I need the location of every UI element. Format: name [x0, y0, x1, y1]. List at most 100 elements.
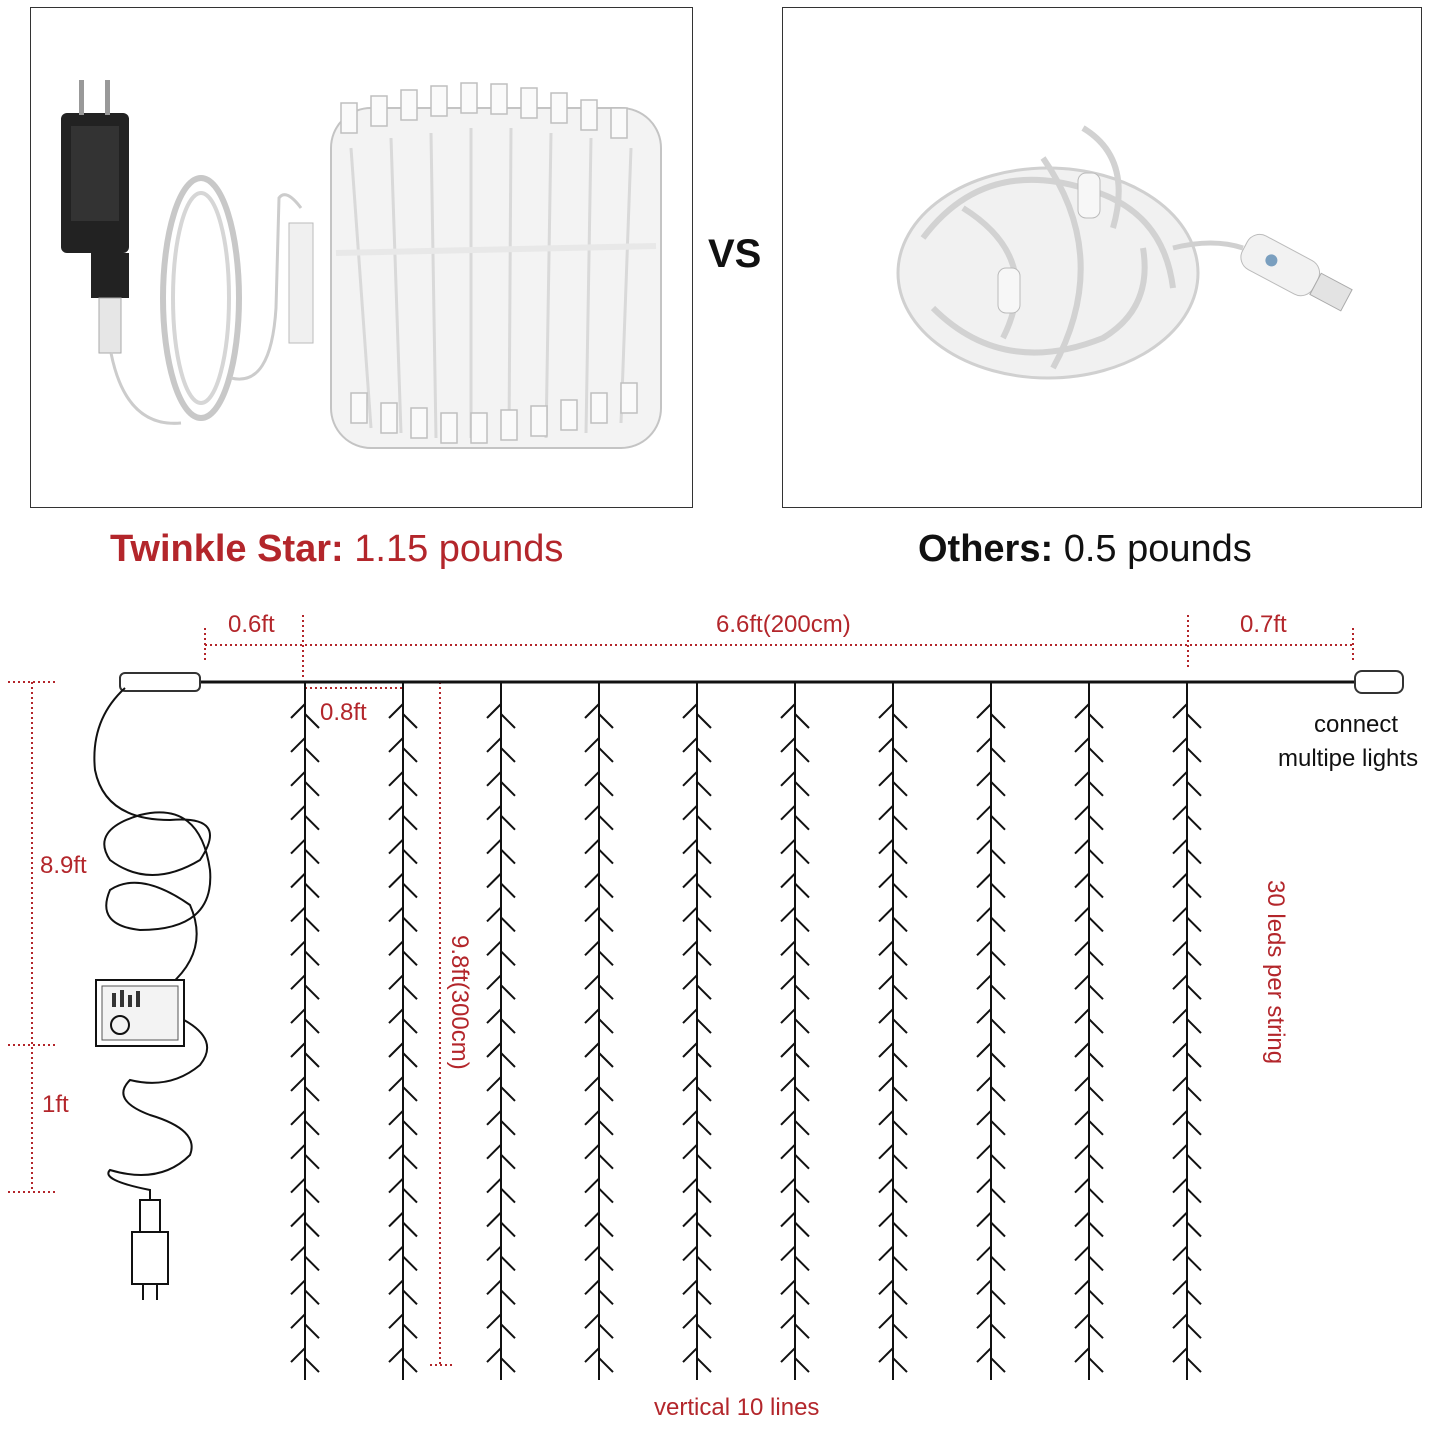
led-bulb: [500, 1018, 516, 1034]
led-bulb: [976, 1211, 992, 1228]
led-bulb: [794, 781, 810, 797]
led-bulb: [794, 814, 810, 831]
led-bulb: [1088, 1255, 1104, 1272]
led-bulb: [990, 814, 1006, 831]
led-bulb: [682, 1245, 698, 1262]
led-bulb: [598, 1221, 614, 1238]
led-bulb: [584, 771, 600, 787]
led-bulb: [990, 1187, 1006, 1204]
led-bulb: [976, 1076, 992, 1092]
led-bulb: [1074, 1279, 1090, 1296]
led-bulb: [402, 1052, 418, 1068]
led-bulb: [500, 1120, 516, 1136]
led-bulb: [1172, 1042, 1188, 1058]
led-bulb: [1172, 1177, 1188, 1194]
led-bulb: [682, 974, 698, 990]
led-bulb: [682, 771, 698, 787]
led-bulb: [1088, 984, 1104, 1000]
led-bulb: [584, 1143, 600, 1160]
string-spacing-label: 0.8ft: [320, 699, 367, 726]
led-bulb: [1172, 703, 1188, 719]
led-bulb: [1088, 814, 1104, 831]
led-bulb: [976, 872, 992, 889]
others-weight: 0.5 pounds: [1063, 528, 1252, 570]
led-bulb: [598, 1052, 614, 1068]
led-bulb: [892, 848, 908, 865]
top-right-length-label: 0.7ft: [1240, 611, 1287, 638]
twinkle-star-lights-illustration: [61, 80, 662, 449]
led-bulb: [696, 984, 712, 1000]
led-bulb: [388, 1143, 404, 1160]
led-bulb: [388, 703, 404, 719]
led-bulb: [682, 1347, 698, 1363]
led-bulb: [990, 1289, 1006, 1306]
led-bulb: [1088, 1120, 1104, 1136]
led-bulb: [388, 737, 404, 753]
led-bulb: [1186, 1187, 1202, 1204]
led-bulb: [486, 737, 502, 753]
led-bulb: [402, 848, 418, 865]
led-bulb: [1186, 781, 1202, 797]
others-product-photo: [782, 7, 1422, 508]
led-bulb: [290, 804, 306, 821]
led-bulb: [598, 848, 614, 865]
led-bulb: [780, 1076, 796, 1092]
led-bulb: [780, 1211, 796, 1228]
led-bulb: [794, 1357, 810, 1373]
led-bulb: [304, 1120, 320, 1136]
led-bulb: [892, 916, 908, 933]
led-bulb: [696, 1289, 712, 1306]
led-bulb: [598, 916, 614, 933]
led-bulb: [878, 804, 894, 821]
led-bulb: [598, 1323, 614, 1339]
led-bulb: [878, 872, 894, 889]
led-bulb: [500, 848, 516, 865]
led-bulb: [1172, 940, 1188, 957]
led-bulb: [990, 1255, 1006, 1272]
led-bulb: [486, 1347, 502, 1363]
led-bulb: [1172, 906, 1188, 923]
led-bulb: [1172, 1279, 1188, 1296]
led-bulb: [892, 781, 908, 797]
others-weight-caption: Others: 0.5 pounds: [918, 528, 1252, 571]
led-bulb: [1172, 1347, 1188, 1363]
led-bulb: [990, 984, 1006, 1000]
led-bulb: [794, 1153, 810, 1170]
led-bulb: [696, 1018, 712, 1034]
led-bulb: [878, 1279, 894, 1296]
led-bulb: [402, 781, 418, 797]
led-bulb: [290, 1313, 306, 1329]
led-bulb: [486, 906, 502, 923]
led-bulb: [1088, 1289, 1104, 1306]
led-bulb: [486, 1042, 502, 1058]
led-bulb: [696, 1052, 712, 1068]
led-bulb: [290, 771, 306, 787]
led-bulb: [584, 906, 600, 923]
led-bulb: [780, 1347, 796, 1363]
led-bulb: [780, 872, 796, 889]
led-bulb: [290, 872, 306, 889]
led-bulb: [682, 804, 698, 821]
led-bulb: [976, 1042, 992, 1058]
led-bulb: [1186, 950, 1202, 967]
led-bulb: [1074, 1347, 1090, 1363]
led-bulb: [682, 940, 698, 957]
led-bulb: [878, 1245, 894, 1262]
led-bulb: [584, 1076, 600, 1092]
led-bulb: [1186, 1052, 1202, 1068]
led-bulb: [878, 703, 894, 719]
led-bulb: [878, 1076, 894, 1092]
led-bulb: [696, 1255, 712, 1272]
led-bulb: [1186, 1018, 1202, 1034]
led-bulb: [976, 804, 992, 821]
led-bulb: [878, 940, 894, 957]
led-bulb: [794, 882, 810, 899]
led-bulb: [780, 804, 796, 821]
twinkle-star-product-photo: [30, 7, 693, 508]
led-bulb: [990, 1153, 1006, 1170]
led-bulb: [794, 713, 810, 729]
led-bulb: [892, 1120, 908, 1136]
led-bulb: [780, 974, 796, 990]
led-bulb: [1186, 1153, 1202, 1170]
